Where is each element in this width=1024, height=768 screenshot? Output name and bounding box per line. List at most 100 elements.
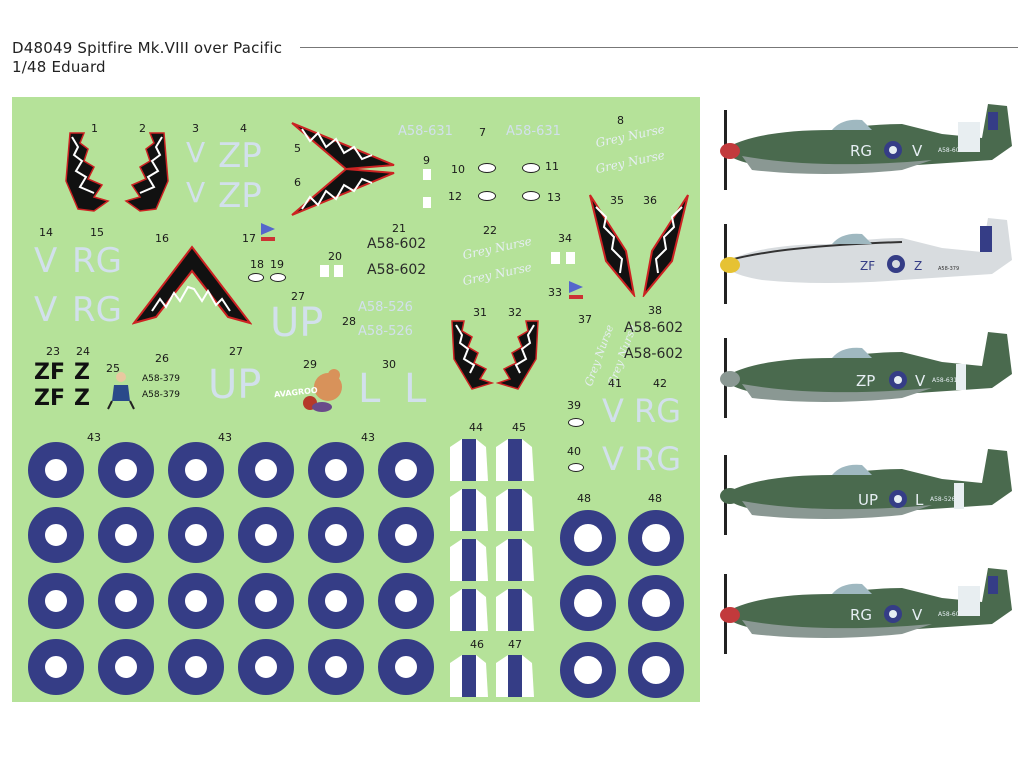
profile-serial: A58-602 bbox=[938, 611, 964, 618]
decal-number: 27 bbox=[229, 345, 243, 358]
decal-number: 23 bbox=[46, 345, 60, 358]
roundel-decal bbox=[378, 573, 434, 629]
spitfire-profile-icon: RG V A58-602 bbox=[720, 568, 1012, 654]
roundel-decal bbox=[308, 507, 364, 563]
fin-flash-decal bbox=[496, 439, 534, 481]
fin-flash-decal bbox=[496, 589, 534, 631]
shark-mouth-decal-1 bbox=[65, 132, 110, 212]
roundel-decal bbox=[308, 573, 364, 629]
serial-a58-602: A58-602 bbox=[624, 320, 684, 336]
code-letter-v: V bbox=[34, 241, 58, 281]
decal-number: 33 bbox=[548, 286, 562, 299]
code-letter-v: V bbox=[602, 440, 624, 478]
decal-number: 38 bbox=[648, 304, 662, 317]
fin-flash-decal bbox=[450, 539, 488, 581]
shark-mouth-decal-36 bbox=[642, 194, 689, 297]
roundel-decal bbox=[308, 442, 364, 498]
shark-eye-icon bbox=[478, 163, 496, 173]
code-letter-z: Z bbox=[74, 360, 90, 385]
code-letter-v: V bbox=[602, 392, 624, 430]
decal-number: 42 bbox=[653, 377, 667, 390]
profile-serial: A58-602 bbox=[938, 147, 964, 154]
roundel-decal bbox=[168, 507, 224, 563]
decal-number: 19 bbox=[270, 258, 284, 271]
decal-number: 41 bbox=[608, 377, 622, 390]
decal-number: 24 bbox=[76, 345, 90, 358]
profile-code-left: RG bbox=[850, 142, 872, 160]
roundel-decal bbox=[378, 639, 434, 695]
playing-card-icon bbox=[423, 197, 431, 208]
decal-number: 13 bbox=[547, 191, 561, 204]
shark-mouth-decal-35 bbox=[589, 194, 636, 297]
fin-flash-decal bbox=[450, 655, 488, 697]
profile-code-right: V bbox=[912, 606, 923, 624]
arrow-emblem-icon bbox=[569, 281, 583, 299]
decal-number: 34 bbox=[558, 232, 572, 245]
code-letter-z: Z bbox=[74, 386, 90, 411]
decal-number: 10 bbox=[451, 163, 465, 176]
decal-number: 20 bbox=[328, 250, 342, 263]
aircraft-profile-2: ZF Z A58-379 bbox=[702, 214, 1024, 324]
spitfire-profile-icon: UP L A58-526 bbox=[720, 449, 1012, 535]
serial-a58-602: A58-602 bbox=[367, 262, 427, 278]
fin-flash-decal bbox=[450, 439, 488, 481]
shark-mouth-decal-2 bbox=[124, 132, 169, 212]
decal-number: 48 bbox=[577, 492, 591, 505]
roundel-decal bbox=[238, 573, 294, 629]
decal-number: 25 bbox=[106, 362, 120, 375]
code-letter-v: V bbox=[186, 176, 206, 209]
roundel-decal bbox=[560, 510, 616, 566]
roundel-decal bbox=[560, 642, 616, 698]
shark-eye-icon bbox=[568, 463, 584, 472]
code-letter-l: L bbox=[404, 366, 427, 412]
aircraft-profile-3: ZP V A58-631 bbox=[702, 328, 1024, 438]
code-letters-zp: ZP bbox=[218, 176, 262, 216]
decal-number: 26 bbox=[155, 352, 169, 365]
decal-number: 30 bbox=[382, 358, 396, 371]
kangaroo-nose-art-decal bbox=[303, 369, 342, 412]
spitfire-profile-icon: ZP V A58-631 bbox=[720, 332, 1012, 418]
header-rule bbox=[300, 47, 1018, 48]
code-letters-rg: RG bbox=[72, 290, 122, 330]
grey-nurse-script: Grey Nurse bbox=[461, 259, 533, 289]
shark-eye-icon bbox=[270, 273, 286, 282]
roundel-decal bbox=[168, 442, 224, 498]
aircraft-profile-1: RG V A58-602 bbox=[702, 100, 1024, 210]
roundel-decal bbox=[98, 507, 154, 563]
profile-serial: A58-526 bbox=[930, 496, 956, 503]
shark-eye-icon bbox=[522, 191, 540, 201]
roundel-decal bbox=[308, 639, 364, 695]
roundel-decal bbox=[238, 639, 294, 695]
roundel-decal bbox=[98, 442, 154, 498]
decal-number: 21 bbox=[392, 222, 406, 235]
decal-number: 8 bbox=[617, 114, 624, 127]
code-letters-zf: ZF bbox=[34, 386, 65, 411]
shark-eye-icon bbox=[522, 163, 540, 173]
decal-number: 31 bbox=[473, 306, 487, 319]
pinup-figure-decal bbox=[107, 372, 135, 410]
decal-number: 45 bbox=[512, 421, 526, 434]
fin-flash-decal bbox=[496, 489, 534, 531]
code-letters-zf: ZF bbox=[34, 360, 65, 385]
decal-number: 6 bbox=[294, 176, 301, 189]
roundel-decal bbox=[238, 442, 294, 498]
decal-number: 5 bbox=[294, 142, 301, 155]
spitfire-profile-icon: ZF Z A58-379 bbox=[720, 218, 1012, 304]
profile-code-right: Z bbox=[914, 259, 922, 273]
decal-number: 2 bbox=[139, 122, 146, 135]
roundel-decal bbox=[168, 639, 224, 695]
roundel-decal bbox=[628, 575, 684, 631]
fin-flash-decal bbox=[450, 489, 488, 531]
roundel-decal bbox=[378, 507, 434, 563]
shark-eye-icon bbox=[568, 418, 584, 427]
roundel-decal bbox=[628, 510, 684, 566]
shark-mouth-decal-5-6 bbox=[291, 122, 395, 216]
sheet-subtitle: 1/48 Eduard bbox=[12, 58, 106, 76]
serial-a58-526: A58-526 bbox=[358, 300, 413, 315]
decal-number: 22 bbox=[483, 224, 497, 237]
profile-serial: A58-631 bbox=[932, 377, 958, 384]
decal-number: 29 bbox=[303, 358, 317, 371]
code-letter-l: L bbox=[358, 366, 381, 412]
playing-card-icon bbox=[551, 252, 560, 264]
arrow-emblem-icon bbox=[261, 223, 275, 241]
